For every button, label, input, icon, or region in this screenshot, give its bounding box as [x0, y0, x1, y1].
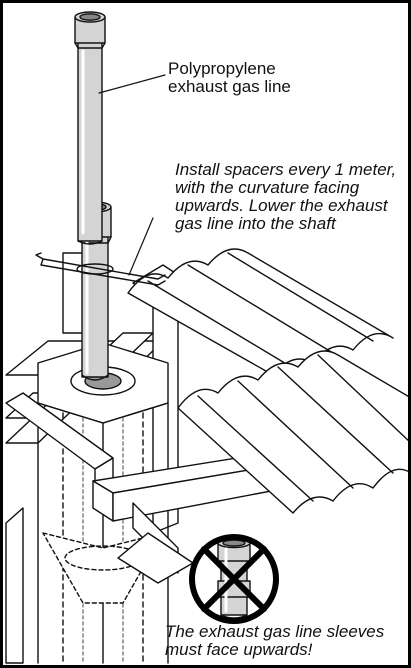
spacers-instruction-label: Install spacers every 1 meter, with the …: [175, 160, 397, 233]
upper-pipe: [74, 11, 166, 245]
roof-sheets: [127, 248, 408, 514]
sleeves-warning-label: The exhaust gas line sleeves must face u…: [165, 622, 385, 659]
polypropylene-label: Polypropylene exhaust gas line: [168, 59, 291, 96]
diagram-artwork: [5, 11, 408, 664]
prohibited-sleeve-orientation: [189, 534, 279, 624]
spacer-bracket: [35, 217, 166, 286]
